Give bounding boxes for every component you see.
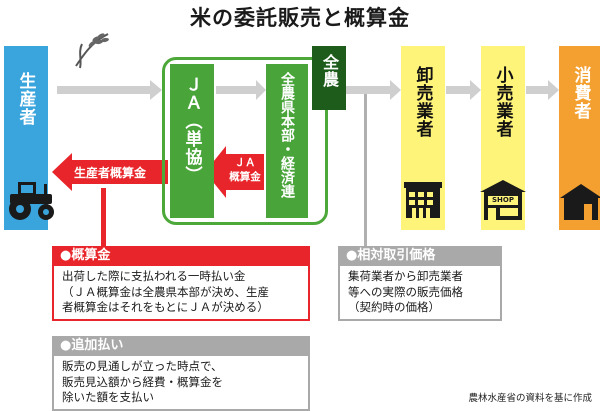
house-icon: [560, 184, 600, 220]
flow-arrow-wholesaler-to-retailer: [446, 80, 481, 100]
retailer-label: 小売業者: [492, 66, 513, 138]
source-credit: 農林水産省の資料を基に作成: [468, 393, 592, 404]
relative-price-line: 等への実際の販売価格: [348, 284, 463, 299]
zennoh-box: 全農: [312, 46, 346, 110]
flow-arrow-ja-to-hq: [216, 80, 266, 100]
additional-payment-line: 除いた額を支払い: [62, 390, 154, 404]
zennoh-hq-label: 全農県本部・経済連: [279, 72, 295, 198]
relative-price-line: （契約時の価格）: [348, 300, 440, 314]
relative-price-connector: [364, 94, 367, 248]
producer-payment-label: 生産者概算金: [74, 166, 147, 180]
advance-payment-line: （ＪＡ概算金は全農県本部が決め、生産: [62, 284, 269, 299]
flow-arrow-zennoh-to-wholesaler: [346, 80, 401, 100]
relative-price-body: 集荷業者から卸売業者 等への実際の販売価格 （契約時の価格）: [338, 266, 502, 321]
advance-connector: [101, 188, 106, 246]
ja-payment-label-line2: 概算金: [229, 171, 261, 183]
flow-arrow-producer-to-ja: [57, 80, 162, 100]
ja-payment-arrow: [205, 146, 264, 198]
ja-payment-label-line1: ＪＡ: [234, 157, 256, 169]
zennoh-hq-box: 全農県本部・経済連: [266, 64, 308, 218]
advance-payment-line: 者概算金はそれをもとにＪＡが決める）: [62, 300, 269, 314]
relative-price-box: ●相対取引価格 集荷業者から卸売業者 等への実際の販売価格 （契約時の価格）: [338, 246, 502, 321]
advance-payment-heading: ●概算金: [52, 246, 310, 266]
additional-payment-heading: ●追加払い: [52, 336, 310, 356]
additional-payment-line: 販売の見通しが立った時点で、: [62, 359, 223, 373]
rice-plant-icon: [75, 33, 109, 69]
warehouse-icon: [404, 182, 442, 218]
advance-payment-body: 出荷した際に支払われる一時払い金 （ＪＡ概算金は全農県本部が決め、生産 者概算金…: [52, 266, 310, 321]
ja-payment-label: ＪＡ 概算金: [228, 156, 262, 184]
shop-sign-text: SHOP: [492, 196, 514, 204]
producer-payment-arrow: [52, 153, 168, 191]
additional-payment-body: 販売の見通しが立った時点で、 販売見込額から経費・概算金を 除いた額を支払い: [52, 356, 310, 411]
additional-payment-box: ●追加払い 販売の見通しが立った時点で、 販売見込額から経費・概算金を 除いた額…: [52, 336, 310, 411]
tractor-icon: [9, 182, 54, 220]
wholesaler-label: 卸売業者: [412, 66, 433, 138]
shop-icon: [480, 180, 526, 220]
ja-group-frame: [162, 57, 328, 225]
zennoh-label: 全農: [320, 54, 339, 88]
producer-label: 生産者: [15, 72, 36, 126]
consumer-label: 消費者: [570, 66, 591, 120]
relative-price-heading: ●相対取引価格: [338, 246, 502, 266]
advance-payment-line: 出荷した際に支払われる一時払い金: [62, 269, 246, 283]
flow-arrow-retailer-to-consumer: [526, 80, 559, 100]
relative-price-line: 集荷業者から卸売業者: [348, 269, 463, 283]
additional-payment-line: 販売見込額から経費・概算金を: [62, 374, 223, 389]
diagram-title: 米の委託販売と概算金: [190, 6, 410, 30]
advance-payment-box: ●概算金 出荷した際に支払われる一時払い金 （ＪＡ概算金は全農県本部が決め、生産…: [52, 246, 310, 321]
ja-tandoku-label: ＪＡ（単協）: [181, 76, 202, 184]
ja-tandoku-box: ＪＡ（単協）: [170, 64, 214, 218]
